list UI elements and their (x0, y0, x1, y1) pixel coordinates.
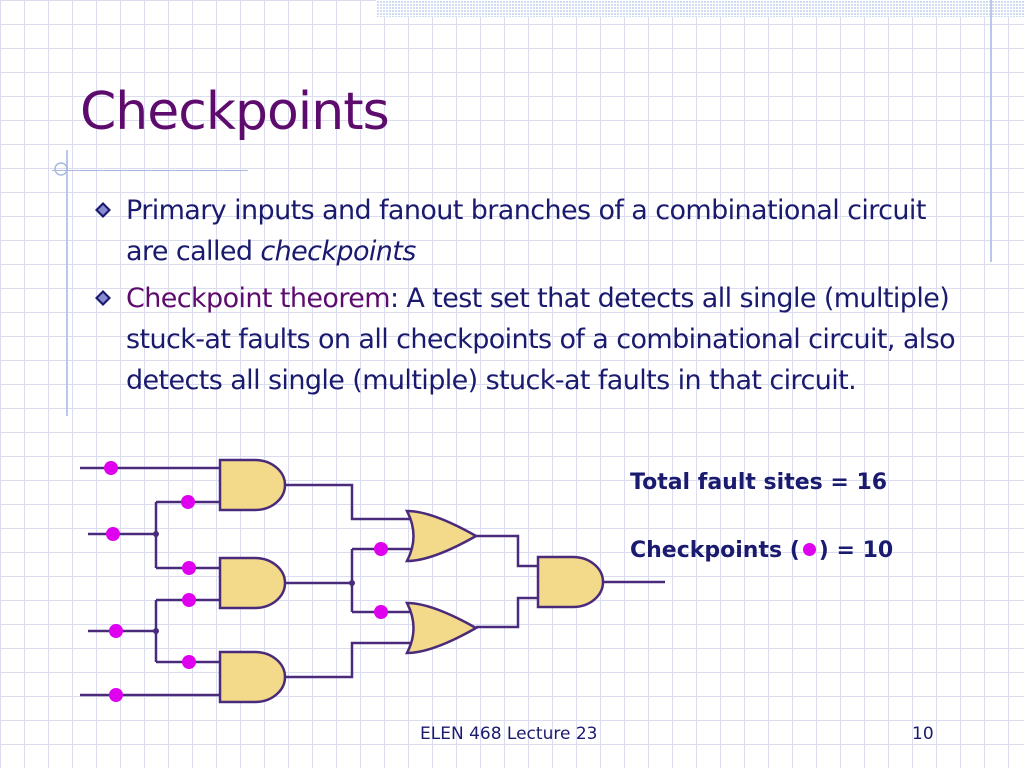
and-gate-2 (218, 556, 287, 610)
fanout-junctions (153, 531, 355, 634)
bullet-item-theorem: Checkpoint theorem: A test set that dete… (92, 278, 972, 401)
checkpoint-dot (104, 461, 118, 475)
bullet-italic-term: checkpoints (260, 236, 416, 267)
checkpoint-dot (109, 688, 123, 702)
checkpoint-dot (181, 495, 195, 509)
top-decorative-band (376, 0, 1024, 17)
total-fault-sites-label: Total fault sites = 16 (630, 470, 888, 495)
bullet-item-definition: Primary inputs and fanout branches of a … (92, 190, 972, 272)
checkpoint-dot-icon (802, 543, 816, 556)
rule-ornament-icon (54, 162, 68, 176)
checkpoint-dot (374, 542, 388, 556)
bullet-list: Primary inputs and fanout branches of a … (92, 190, 972, 407)
or-gate-2 (404, 601, 479, 655)
checkpoints-prefix: Checkpoints ( (630, 538, 800, 563)
bullet-text: Primary inputs and fanout branches of a … (126, 195, 926, 267)
checkpoint-dot (106, 527, 120, 541)
footer-page-number: 10 (912, 724, 934, 744)
footer-lecture-title: ELEN 468 Lecture 23 (420, 724, 598, 744)
theorem-term: Checkpoint theorem (126, 283, 391, 314)
title-underline-rule (52, 170, 248, 171)
checkpoint-dot (182, 561, 196, 575)
checkpoint-dot (109, 624, 123, 638)
checkpoint-dot (182, 593, 196, 607)
slide-title: Checkpoints (80, 82, 390, 142)
and-gate-3 (218, 650, 287, 704)
checkpoints-suffix: ) = 10 (818, 538, 894, 563)
bullet-text: : A test set that detects all single (mu… (126, 283, 956, 396)
checkpoint-dot (182, 655, 196, 669)
and-gate-final (536, 555, 605, 609)
or-gate-1 (404, 509, 479, 563)
diamond-bullet-icon (95, 290, 111, 306)
circuit-diagram (80, 458, 665, 704)
checkpoint-markers (104, 461, 388, 702)
and-gate-1 (218, 458, 287, 512)
right-decorative-rule (990, 0, 992, 262)
diamond-bullet-icon (95, 202, 111, 218)
checkpoints-count-label: Checkpoints ( ) = 10 (630, 538, 893, 563)
checkpoint-dot (374, 605, 388, 619)
left-decorative-rule (66, 150, 68, 416)
